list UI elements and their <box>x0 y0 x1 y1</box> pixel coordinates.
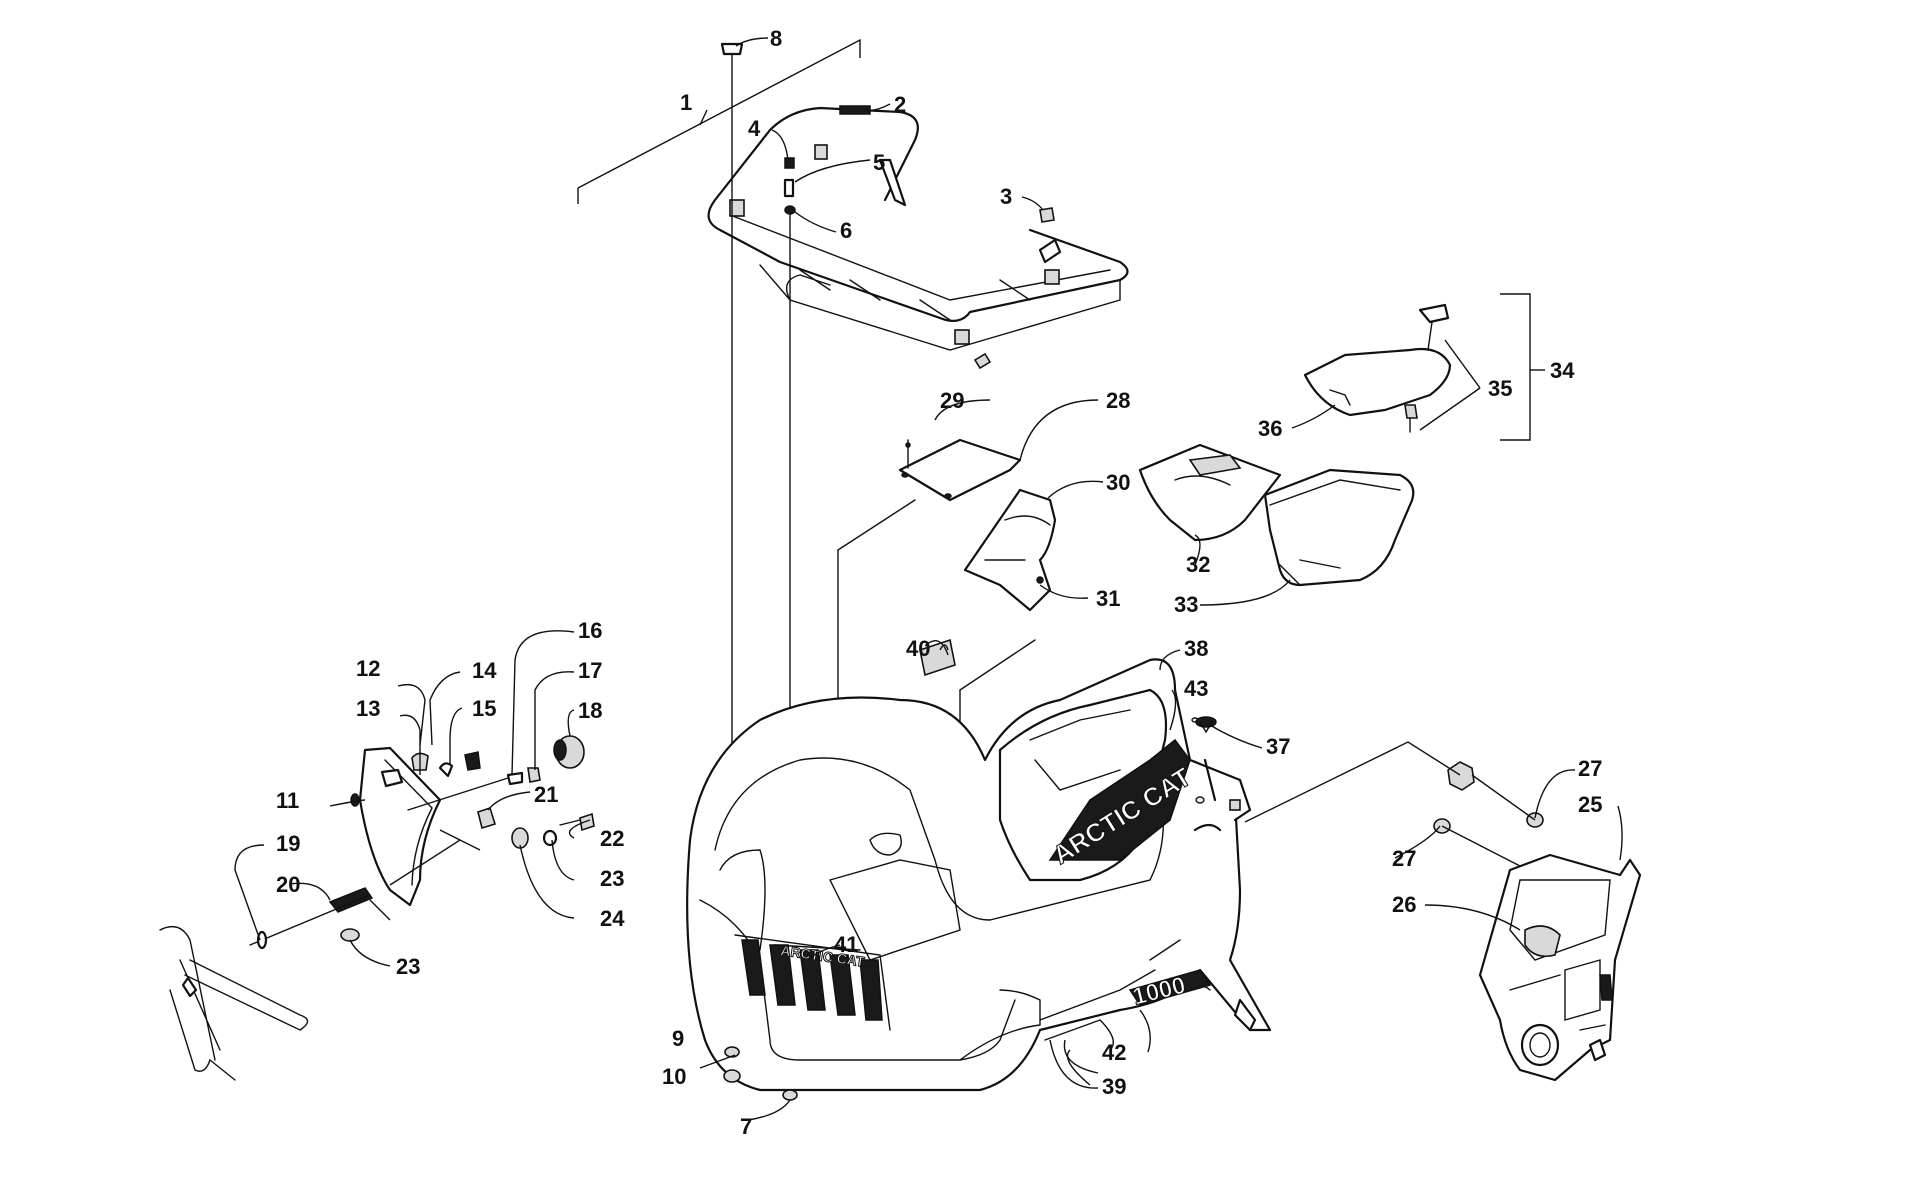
callout-5: 5 <box>873 150 885 175</box>
callout-11: 11 <box>276 788 299 813</box>
callout-37: 37 <box>1266 734 1290 759</box>
callout-27a: 27 <box>1578 756 1602 781</box>
callout-1: 1 <box>680 90 692 115</box>
callout-18: 18 <box>578 698 602 723</box>
callout-42: 42 <box>1102 1040 1126 1065</box>
storage-lid-32 <box>1138 443 1282 542</box>
callout-3: 3 <box>1000 184 1012 209</box>
callout-25: 25 <box>1578 792 1602 817</box>
callout-4: 4 <box>748 116 761 141</box>
callout-21: 21 <box>534 782 558 807</box>
callout-23a: 23 <box>600 866 624 891</box>
callout-43: 43 <box>1184 676 1208 701</box>
callout-10: 10 <box>662 1064 686 1089</box>
callout-24: 24 <box>600 906 625 931</box>
callout-26: 26 <box>1392 892 1416 917</box>
callout-30: 30 <box>1106 470 1130 495</box>
headlight-assembly <box>249 735 595 950</box>
callout-38: 38 <box>1184 636 1208 661</box>
callout-39: 39 <box>1102 1074 1126 1099</box>
callout-41: 41 <box>834 932 858 957</box>
callout-2: 2 <box>894 92 906 117</box>
callout-9: 9 <box>672 1026 684 1051</box>
callout-29: 29 <box>940 388 964 413</box>
storage-bin-33 <box>1263 468 1415 587</box>
callout-40: 40 <box>906 636 930 661</box>
side-panel <box>1478 853 1642 1082</box>
callout-27b: 27 <box>1392 846 1416 871</box>
callout-35: 35 <box>1488 376 1512 401</box>
decal-40 <box>919 638 956 677</box>
handlebar-sketch <box>159 926 309 1081</box>
callout-22: 22 <box>600 826 624 851</box>
storage-cover-30 <box>963 488 1057 612</box>
callout-6: 6 <box>840 218 852 243</box>
callout-14: 14 <box>472 658 497 683</box>
front-rack <box>707 105 1129 370</box>
panel-fasteners <box>1195 716 1544 867</box>
callout-20: 20 <box>276 872 300 897</box>
storage-lid-assembly <box>1303 293 1545 441</box>
callout-13: 13 <box>356 696 380 721</box>
callout-31: 31 <box>1096 586 1120 611</box>
front-fender <box>686 658 1272 1092</box>
callout-33: 33 <box>1174 592 1198 617</box>
rack-assembly-bracket <box>577 38 861 204</box>
callout-34: 34 <box>1550 358 1575 383</box>
callout-23b: 23 <box>396 954 420 979</box>
rack-fasteners <box>720 42 1055 223</box>
callout-36: 36 <box>1258 416 1282 441</box>
lower-fasteners <box>723 1046 798 1101</box>
callout-15: 15 <box>472 696 496 721</box>
callout-19: 19 <box>276 831 300 856</box>
callout-28: 28 <box>1106 388 1130 413</box>
callout-labels: 1 2 3 4 5 6 7 8 9 10 11 12 13 14 15 16 1… <box>276 26 1602 1139</box>
callout-7: 7 <box>740 1114 752 1139</box>
callout-8: 8 <box>770 26 782 51</box>
callout-leaders <box>234 37 1623 1121</box>
access-panel-28 <box>898 438 1022 502</box>
callout-16: 16 <box>578 618 602 643</box>
decals: ARCTIC CAT ARCTIC CAT 1000 <box>774 738 1212 1011</box>
callout-32: 32 <box>1186 552 1210 577</box>
callout-12: 12 <box>356 656 380 681</box>
callout-17: 17 <box>578 658 602 683</box>
